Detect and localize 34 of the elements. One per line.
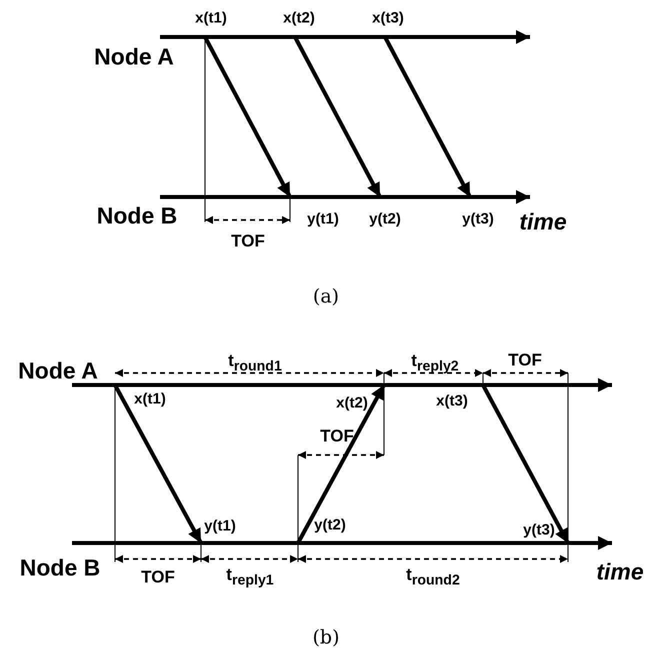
event-label: y(t3)	[462, 212, 494, 226]
interval-label: TOF	[141, 568, 175, 586]
message-arrow	[383, 36, 472, 198]
node-name: Node B	[20, 556, 100, 580]
interval-label: TOF	[320, 428, 354, 444]
event-label: y(t1)	[307, 212, 339, 226]
message-arrow	[481, 384, 570, 544]
node-name: Node B	[96, 204, 178, 228]
message-arrow	[203, 36, 292, 198]
event-label: x(t2)	[336, 396, 368, 410]
event-label: x(t1)	[134, 392, 166, 406]
event-label: x(t1)	[195, 10, 227, 26]
interval-label: TOF	[231, 232, 265, 250]
message-arrow	[113, 384, 203, 544]
axis-title: time	[596, 560, 644, 584]
event-label: x(t2)	[283, 10, 315, 26]
event-label: y(t2)	[314, 518, 346, 532]
interval-label: t$_{round1}$	[228, 352, 282, 374]
event-label: y(t1)	[204, 518, 236, 534]
event-label: x(t3)	[436, 394, 468, 408]
event-label: x(t3)	[372, 10, 404, 26]
axis-title: time	[519, 210, 567, 234]
panel-caption: (a)	[312, 288, 340, 306]
panel-caption: (b)	[312, 628, 340, 648]
message-arrow	[293, 36, 382, 198]
event-label: y(t2)	[369, 212, 401, 226]
interval-label: t$_{round2}$	[406, 566, 460, 588]
node-name: Node A	[18, 360, 98, 382]
node-name: Node A	[94, 46, 174, 68]
message-arrow	[296, 384, 386, 544]
interval-label: t$_{reply2}$	[411, 352, 459, 374]
interval-label: t$_{reply1}$	[226, 566, 274, 588]
interval-label: TOF	[508, 352, 542, 368]
event-label: y(t3)	[523, 522, 555, 538]
